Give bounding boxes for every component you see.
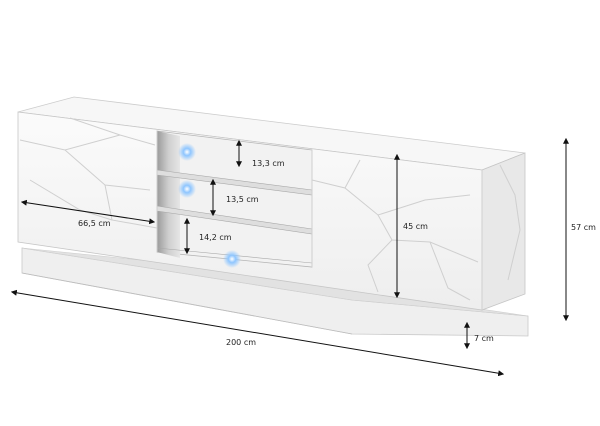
led-light <box>178 143 196 161</box>
label-total-width: 200 cm <box>226 338 256 347</box>
label-door-width: 66,5 cm <box>78 219 111 228</box>
dimension-shelf-bottom-gap: 14,2 cm <box>184 217 232 255</box>
label-shelf-top-gap: 13,3 cm <box>252 159 285 168</box>
label-shelf-mid-gap: 13,5 cm <box>226 195 259 204</box>
dimension-total-height: 57 cm <box>563 137 596 322</box>
dimension-total-width: 200 cm <box>10 289 505 377</box>
dimension-shelf-mid-gap: 13,5 cm <box>210 178 259 217</box>
right-door-pattern <box>311 150 521 310</box>
dimension-door-height: 45 cm <box>394 153 428 299</box>
label-plinth-height: 7 cm <box>474 334 494 343</box>
dimension-door-width: 66,5 cm <box>20 199 156 228</box>
label-door-height: 45 cm <box>403 222 428 231</box>
label-shelf-bottom-gap: 14,2 cm <box>199 233 232 242</box>
label-total-height: 57 cm <box>571 223 596 232</box>
dimension-shelf-top-gap: 13,3 cm <box>236 139 285 168</box>
led-light <box>223 250 241 268</box>
led-light <box>178 180 196 198</box>
open-niche <box>156 130 313 268</box>
